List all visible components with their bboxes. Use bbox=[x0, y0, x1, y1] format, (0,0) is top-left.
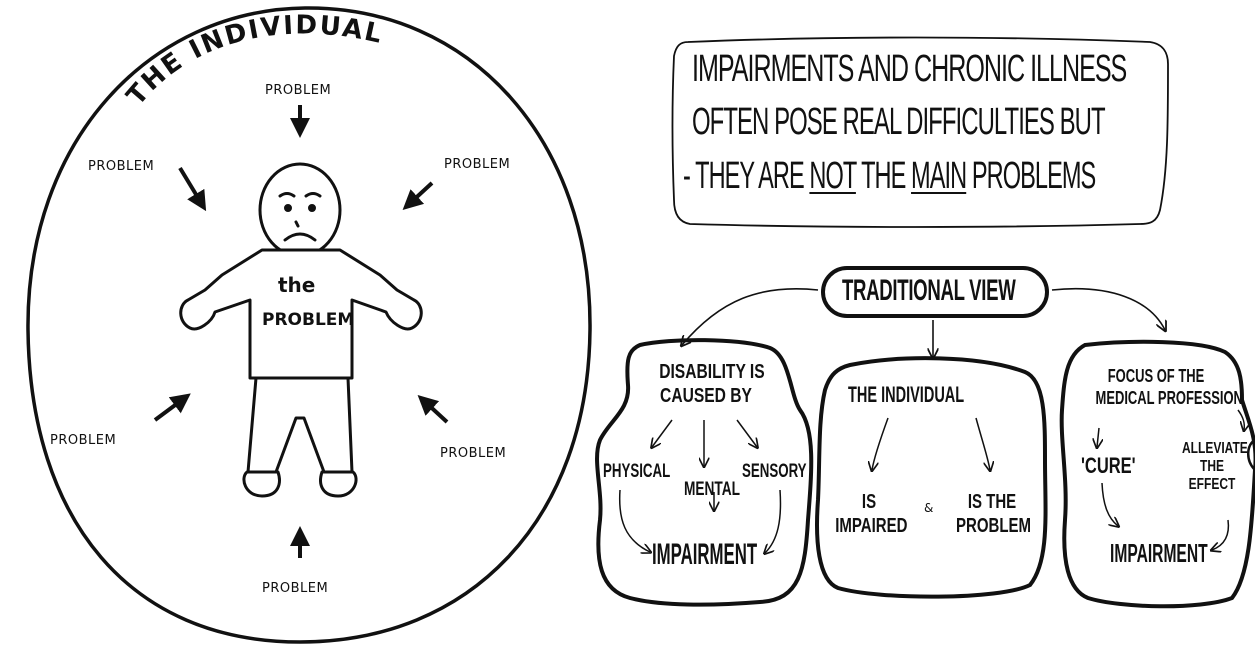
causes-heading-line2: CAUSED BY bbox=[660, 385, 752, 407]
problem-label-upper-left: PROBLEM bbox=[88, 159, 155, 174]
traditional-view-title: TRADITIONAL VIEW bbox=[842, 274, 1016, 307]
problem-arrow-upper-left bbox=[178, 166, 207, 212]
statement-line2: OFTEN POSE REAL DIFFICULTIES BUT bbox=[692, 101, 1106, 143]
causes-arrows bbox=[618, 419, 782, 553]
statement-line3-prefix: - THEY ARE bbox=[683, 155, 805, 197]
individual-box bbox=[815, 356, 1048, 599]
cause-mental: MENTAL bbox=[684, 479, 740, 500]
causes-result-impairment: IMPAIRMENT bbox=[652, 538, 758, 571]
traditional-view-pill bbox=[821, 266, 1049, 318]
shirt-text-line2: PROBLEM bbox=[262, 310, 355, 330]
is-the-problem-line1: IS THE bbox=[967, 491, 1017, 513]
problem-label-top: PROBLEM bbox=[265, 83, 332, 98]
problem-arrow-upper-right bbox=[402, 181, 434, 211]
shirt-text-line1: the bbox=[278, 273, 316, 297]
individual-heading: THE INDIVIDUAL bbox=[848, 382, 965, 407]
alleviate-line3: EFFECT bbox=[1188, 476, 1236, 493]
is-impaired-line1: IS bbox=[861, 491, 877, 513]
statement-the: THE bbox=[861, 155, 906, 197]
problem-label-lower-right: PROBLEM bbox=[440, 446, 507, 461]
branch-arrow-left bbox=[682, 288, 819, 345]
statement-line1: IMPAIRMENTS AND CHRONIC ILLNESS bbox=[692, 48, 1127, 90]
medical-heading-line2: MEDICAL PROFESSION bbox=[1095, 388, 1243, 408]
medical-arrows bbox=[1097, 409, 1244, 550]
individual-is-the-problem: IS THE PROBLEM bbox=[956, 490, 1031, 538]
causes-heading-line1: DISABILITY IS bbox=[659, 361, 765, 383]
alleviate-line2: THE bbox=[1200, 458, 1224, 475]
alleviate-line1: ALLEVIATE bbox=[1182, 440, 1248, 457]
medical-cure: 'CURE' bbox=[1081, 453, 1136, 478]
cause-physical: PHYSICAL bbox=[603, 461, 671, 482]
is-impaired-line2: IMPAIRED bbox=[835, 515, 908, 537]
person-figure bbox=[179, 162, 423, 498]
causes-heading: DISABILITY IS CAUSED BY bbox=[659, 360, 765, 408]
circle-title-arc: THE INDIVIDUAL bbox=[121, 10, 386, 111]
medical-alleviate-effect: ALLEVIATE THE EFFECT bbox=[1182, 440, 1248, 494]
statement-box bbox=[671, 36, 1169, 228]
medical-heading-line1: FOCUS OF THE bbox=[1107, 366, 1205, 386]
edge-bubble-fragment bbox=[1247, 438, 1255, 471]
is-the-problem-line2: PROBLEM bbox=[956, 515, 1031, 537]
individual-is-impaired: IS IMPAIRED bbox=[835, 490, 908, 538]
statement-not-emphasis: NOT bbox=[809, 155, 856, 197]
statement-line3: - THEY ARE NOT THE MAIN PROBLEMS bbox=[683, 155, 1096, 197]
statement-main-emphasis: MAIN bbox=[911, 155, 967, 197]
causes-box bbox=[595, 338, 814, 607]
problem-label-lower-left: PROBLEM bbox=[50, 433, 117, 448]
individual-connector: & bbox=[924, 501, 934, 515]
problem-arrow-lower-left bbox=[153, 393, 191, 422]
medical-focus-box bbox=[1059, 339, 1255, 609]
problem-label-upper-right: PROBLEM bbox=[444, 157, 511, 172]
medical-heading: FOCUS OF THE MEDICAL PROFESSION bbox=[1095, 365, 1243, 409]
statement-problems: PROBLEMS bbox=[971, 155, 1096, 197]
problem-label-bottom: PROBLEM bbox=[262, 581, 329, 596]
individual-arrows bbox=[872, 417, 990, 470]
branch-arrow-right bbox=[1051, 287, 1165, 330]
medical-result-impairment: IMPAIRMENT bbox=[1110, 538, 1208, 568]
problem-arrow-lower-right bbox=[417, 394, 449, 424]
cause-sensory: SENSORY bbox=[742, 461, 807, 482]
individual-circle bbox=[26, 6, 592, 644]
